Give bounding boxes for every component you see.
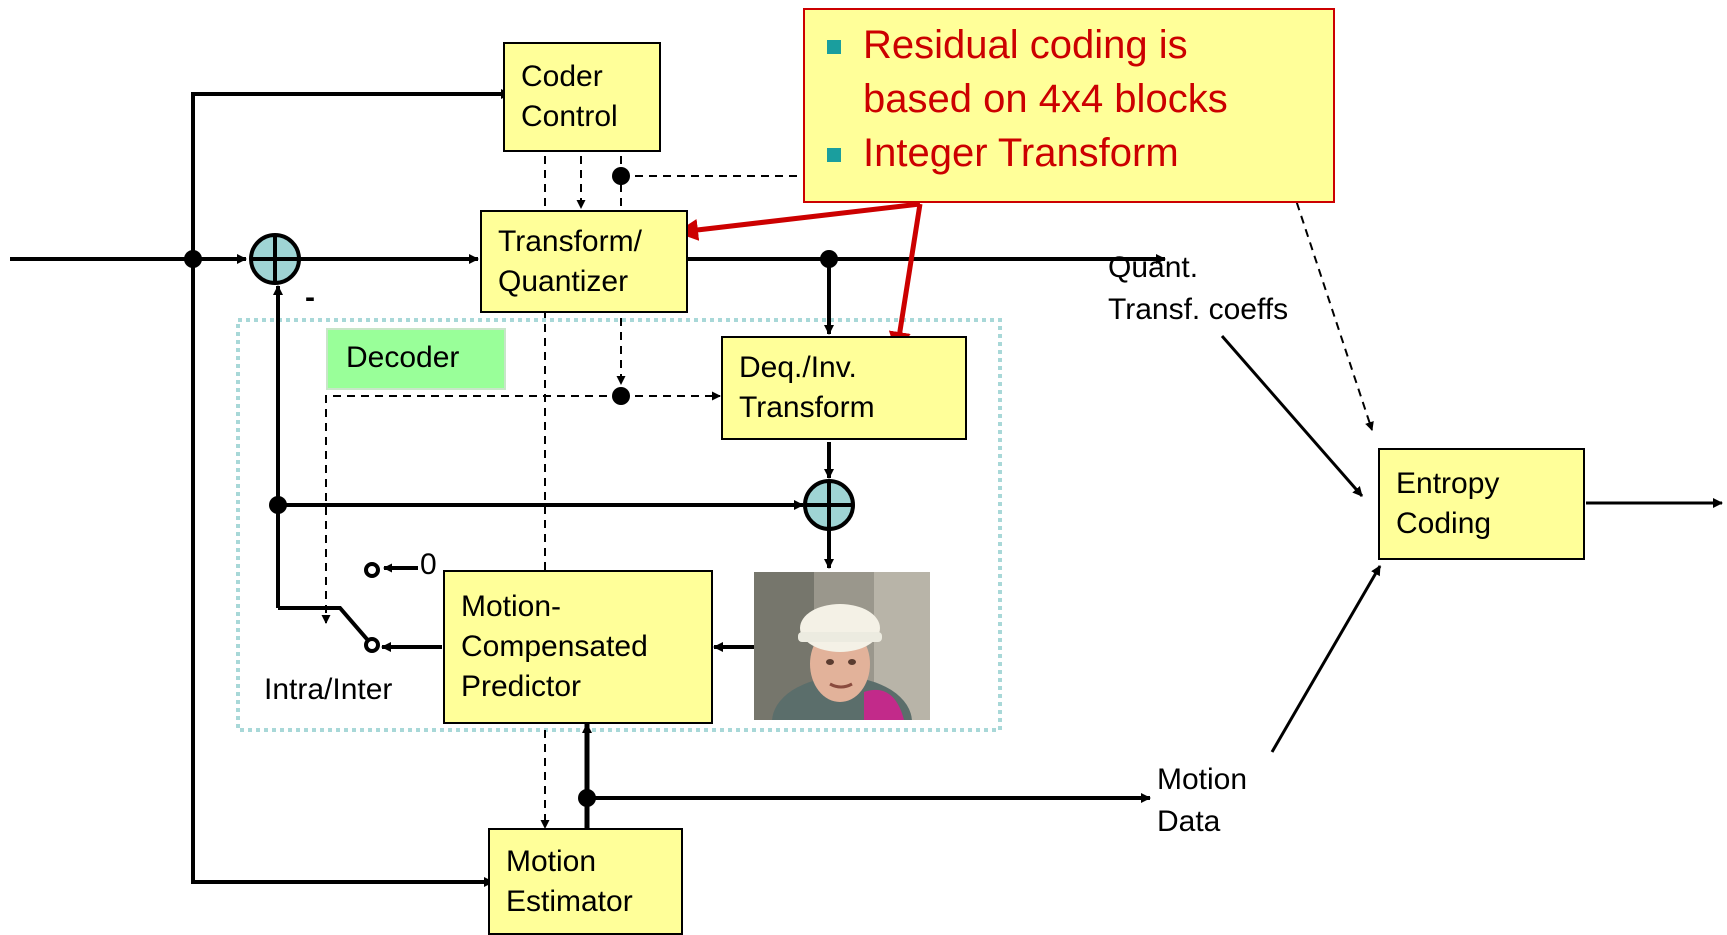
callout-item2: Integer Transform [863, 131, 1179, 175]
reconstructed-frame-image [754, 572, 930, 720]
motion-data-label-2: Data [1157, 805, 1221, 838]
motion-estimator-line1: Motion [506, 844, 597, 878]
motion-estimator-block: Motion Estimator [488, 828, 683, 935]
quant-coeffs-label-2: Transf. coeffs [1108, 293, 1289, 326]
deq-inv-transform-line1: Deq./Inv. [739, 351, 857, 384]
junction-input [184, 250, 202, 268]
callout-item1-line2: based on 4x4 blocks [863, 77, 1228, 121]
left-bus-lower [191, 259, 494, 887]
callout-arrow-transform [676, 201, 921, 241]
switch-arm [278, 606, 374, 647]
bullet-icon [827, 40, 841, 54]
decoder-region [236, 318, 1002, 732]
bullet-icon [827, 148, 841, 162]
transform-quantizer-line2: Quantizer [498, 264, 629, 298]
coder-control-line2: Control [521, 100, 618, 133]
residual-coding-callout: Residual coding is based on 4x4 blocks I… [803, 8, 1335, 203]
quant-to-entropy [1220, 335, 1364, 497]
switch-contact-zero [364, 562, 380, 578]
callout-arrow-deq [888, 203, 923, 354]
predictor-line3: Predictor [461, 670, 582, 703]
decoder-label: Decoder [326, 328, 506, 390]
switch-contact-inter [364, 637, 380, 653]
intra-inter-label: Intra/Inter [264, 673, 393, 706]
entropy-coding-line1: Entropy [1396, 467, 1500, 500]
left-bus [191, 89, 511, 259]
motion-estimator-line2: Estimator [506, 884, 633, 918]
zero-input-label: 0 [420, 548, 437, 581]
minus-sign: - [305, 281, 315, 314]
control-dash-to-switch [321, 395, 621, 624]
deq-inv-transform-line2: Transform [739, 391, 875, 424]
coder-control-line1: Coder [521, 60, 603, 93]
callout-item1-line1: Residual coding is [863, 23, 1188, 67]
frame-illustration [754, 572, 930, 720]
entropy-coding-line2: Coding [1396, 507, 1492, 540]
transform-quantizer-line1: Transform/ [498, 224, 642, 258]
entropy-coding-block: Entropy Coding [1378, 448, 1585, 560]
deq-inv-transform-block: Deq./Inv. Transform [721, 336, 967, 440]
callout-item-residual: Residual coding is [827, 18, 1333, 72]
callout-item-integer: Integer Transform [827, 126, 1333, 180]
coder-control-block: Coder Control [503, 42, 661, 152]
quant-coeffs-label-1: Quant. [1108, 251, 1199, 284]
predictor-line1: Motion- [461, 590, 562, 623]
motion-data-label-1: Motion [1157, 763, 1248, 796]
control-dash-to-entropy [1287, 175, 1374, 431]
transform-quantizer-block: Transform/ Quantizer [480, 210, 688, 313]
motion-to-entropy [1270, 565, 1382, 753]
predictor-line2: Compensated [461, 630, 648, 663]
motion-compensated-predictor-block: Motion- Compensated Predictor [443, 570, 713, 724]
